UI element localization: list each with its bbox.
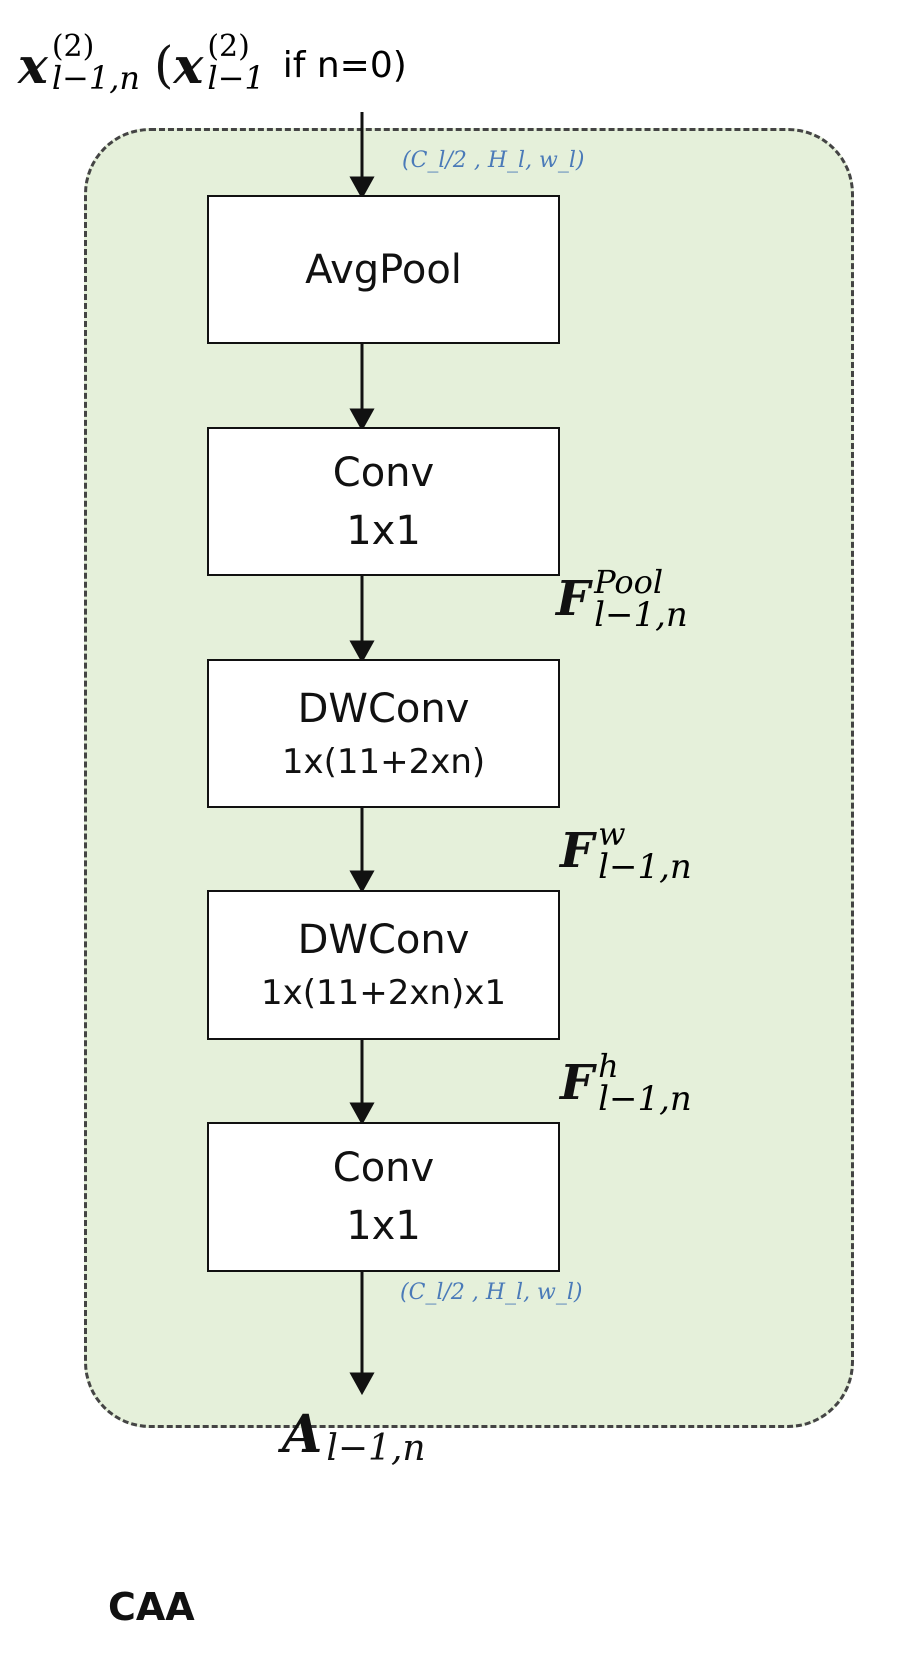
dwconv1-kernel: 1x(11+2xn) xyxy=(281,741,486,782)
conv2-kernel: 1x1 xyxy=(346,1203,421,1249)
avgpool-block: AvgPool xyxy=(207,195,560,344)
feature-pool-supsub: Pool l−1,n xyxy=(594,566,688,632)
feature-w-supsub: w l−1,n xyxy=(598,818,692,884)
dimension-bottom: (C_l/2 , H_l, w_l) xyxy=(400,1280,583,1305)
input-label: x (2) l−1,n ( x (2) l−1 if n=0) xyxy=(18,20,407,110)
arrow-dwconv2-to-conv xyxy=(349,1040,375,1126)
input-alt-sup: (2) xyxy=(207,29,250,64)
conv1-title: Conv xyxy=(332,449,435,496)
feature-w-sup: w xyxy=(598,815,626,853)
feature-w-symbol: F xyxy=(560,823,595,879)
dimension-top: (C_l/2 , H_l, w_l) xyxy=(402,148,585,173)
output-sub: l−1,n xyxy=(326,1428,426,1469)
feature-h-sup: h xyxy=(598,1047,619,1085)
input-alt-sub: l−1 xyxy=(207,59,265,97)
arrow-conv-to-dwconv1 xyxy=(349,576,375,664)
feature-label-h: F h l−1,n xyxy=(560,1050,692,1116)
conv2-block: Conv 1x1 xyxy=(207,1122,560,1272)
conv1-kernel: 1x1 xyxy=(346,507,421,554)
input-alt-supsub: (2) l−1 xyxy=(207,29,265,97)
feature-h-sub: l−1,n xyxy=(598,1079,692,1119)
feature-pool-sup: Pool xyxy=(594,563,664,601)
dwconv2-title: DWConv xyxy=(297,917,470,964)
feature-pool-sub: l−1,n xyxy=(594,595,688,635)
feature-label-pool: F Pool l−1,n xyxy=(556,566,688,632)
dwconv1-title: DWConv xyxy=(297,685,470,732)
input-alt-symbol: x xyxy=(173,35,204,95)
input-sub: l−1,n xyxy=(51,59,140,97)
conv1-block: Conv 1x1 xyxy=(207,427,560,576)
arrow-avgpool-to-conv xyxy=(349,344,375,432)
feature-pool-symbol: F xyxy=(556,571,591,627)
output-symbol: A xyxy=(282,1404,323,1465)
feature-w-sub: l−1,n xyxy=(598,847,692,887)
feature-h-supsub: h l−1,n xyxy=(598,1050,692,1116)
feature-label-w: F w l−1,n xyxy=(560,818,692,884)
input-condition: if n=0) xyxy=(282,44,407,86)
dwconv1-block: DWConv 1x(11+2xn) xyxy=(207,659,560,808)
input-symbol: x xyxy=(18,35,48,95)
module-name: CAA xyxy=(108,1585,195,1629)
feature-h-symbol: F xyxy=(560,1055,595,1111)
arrow-input-to-avgpool xyxy=(349,112,375,200)
input-open-paren: ( xyxy=(154,36,174,94)
arrow-conv-to-output xyxy=(349,1272,375,1396)
arrow-dwconv1-to-dwconv2 xyxy=(349,808,375,894)
input-supsub: (2) l−1,n xyxy=(51,29,140,97)
input-sup: (2) xyxy=(51,29,95,64)
avgpool-title: AvgPool xyxy=(305,246,462,293)
conv2-title: Conv xyxy=(332,1145,435,1191)
output-label: A l−1,n xyxy=(282,1404,426,1469)
dwconv2-block: DWConv 1x(11+2xn)x1 xyxy=(207,890,560,1040)
dwconv2-kernel: 1x(11+2xn)x1 xyxy=(260,973,507,1014)
